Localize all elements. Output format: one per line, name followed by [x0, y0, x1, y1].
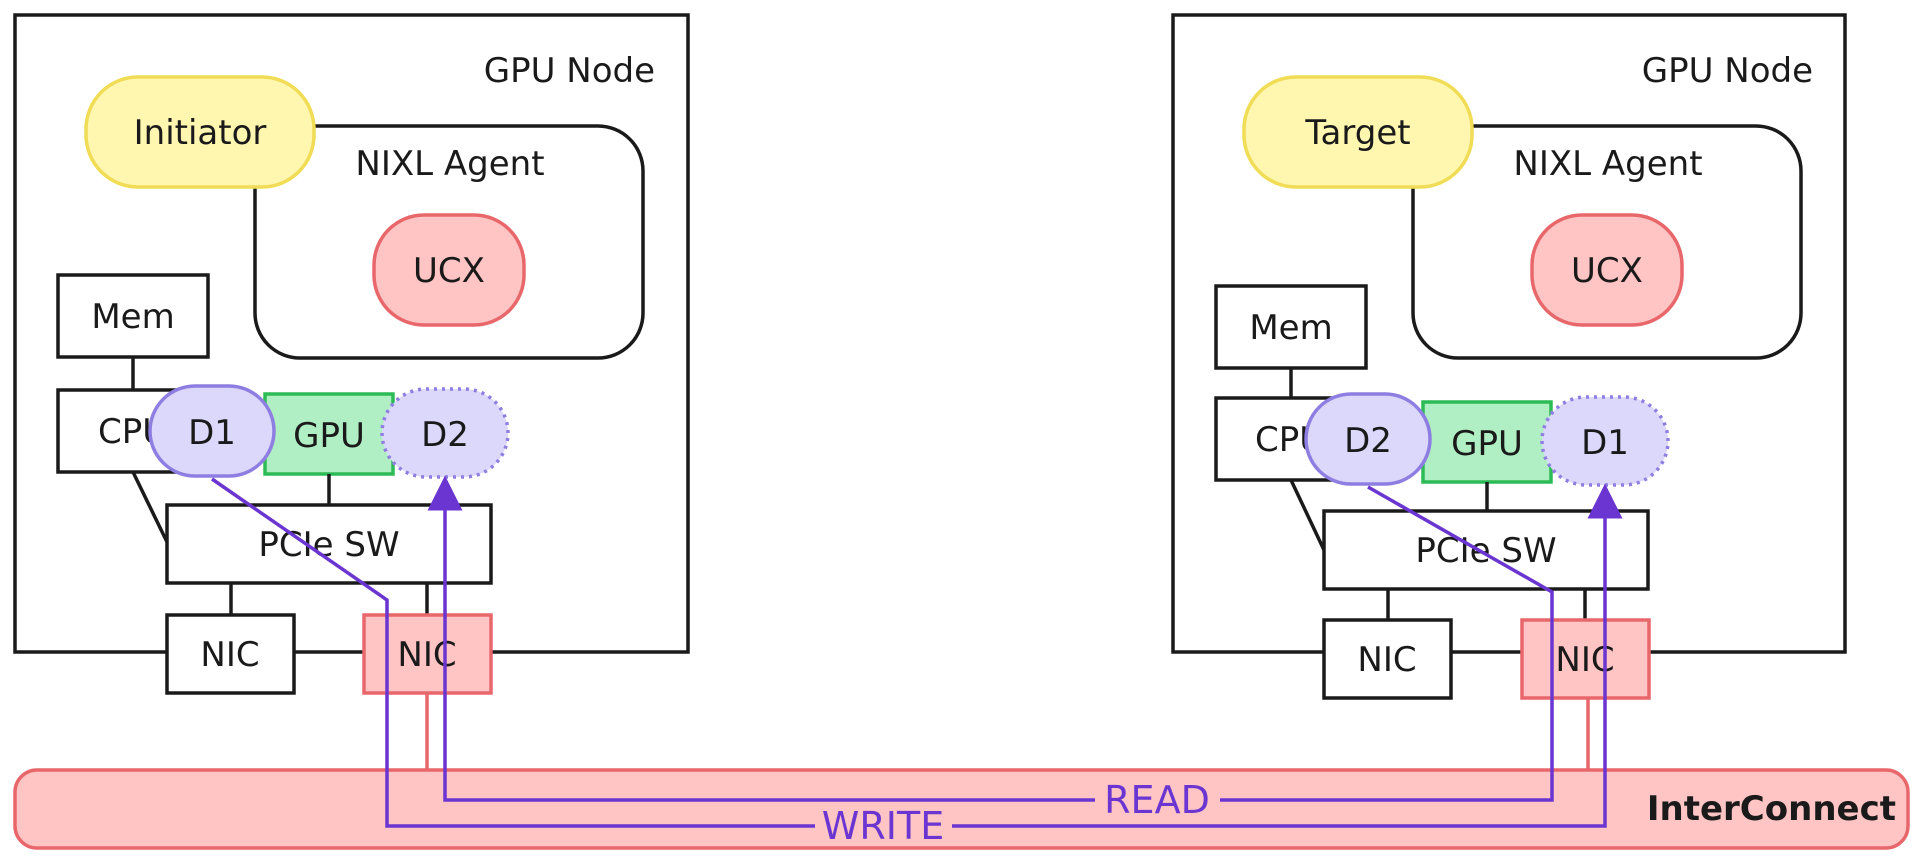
- right-nixl-agent-label: NIXL Agent: [1513, 144, 1702, 184]
- left-node-title: GPU Node: [484, 51, 655, 91]
- write-flow-label: WRITE: [822, 804, 944, 848]
- left-buffer-d1-label: D1: [188, 413, 236, 453]
- right-mem-label: Mem: [1249, 308, 1332, 348]
- left-buffer-d2-label: D2: [421, 415, 469, 455]
- left-pcie-switch: [165, 503, 493, 585]
- interconnect-label: InterConnect: [1647, 789, 1896, 829]
- left-mem-label: Mem: [91, 297, 174, 337]
- left-gpu-label: GPU: [293, 416, 365, 456]
- right-buffer-d1-label: D1: [1581, 423, 1629, 463]
- right-buffer-d2: [1304, 392, 1432, 486]
- left-nic-a-box: [165, 613, 296, 695]
- right-cpu-pcie-link: [1289, 479, 1326, 551]
- left-cpu-pcie-link: [131, 471, 169, 543]
- write-flow-right-segment: [952, 483, 1623, 828]
- left-nic-a-label: NIC: [200, 635, 259, 675]
- left-nixl-agent-label: NIXL Agent: [355, 144, 544, 184]
- right-buffer-d2-label: D2: [1344, 421, 1392, 461]
- right-nic-a-label: NIC: [1357, 640, 1416, 680]
- right-mem-box: [1214, 284, 1368, 370]
- interconnect-bus: [13, 768, 1910, 850]
- read-flow-label: READ: [1104, 778, 1210, 822]
- initiator-label: Initiator: [134, 113, 267, 153]
- right-pcie-label: PCIe SW: [1415, 531, 1556, 571]
- left-gpu-node: GPU Node NIXL Agent UCX Initiator Mem CP…: [13, 13, 690, 770]
- right-ucx-label: UCX: [1571, 251, 1643, 291]
- left-nic-b-label: NIC: [397, 635, 456, 675]
- right-buffer-d1: [1540, 395, 1670, 487]
- right-nic-b-box: [1520, 618, 1651, 700]
- read-flow-right-segment: [1220, 485, 1554, 802]
- left-nic-b-box: [362, 613, 493, 695]
- right-pcie-switch: [1322, 509, 1650, 591]
- left-ucx-label: UCX: [413, 251, 485, 291]
- target-node: [1242, 75, 1474, 189]
- target-label: Target: [1304, 113, 1410, 153]
- right-nic-a-box: [1322, 618, 1453, 700]
- initiator-node: [84, 75, 316, 189]
- right-node-title: GPU Node: [1642, 51, 1813, 91]
- left-ucx-node: [372, 213, 526, 327]
- write-flow-left-segment: [211, 477, 815, 828]
- right-ucx-node: [1530, 213, 1684, 327]
- left-buffer-d2: [380, 387, 510, 479]
- right-gpu-label: GPU: [1451, 424, 1523, 464]
- right-gpu-node: GPU Node NIXL Agent UCX Target Mem CPU G…: [1171, 13, 1847, 770]
- left-buffer-d1: [148, 384, 276, 478]
- read-flow-left-segment: [427, 475, 1095, 802]
